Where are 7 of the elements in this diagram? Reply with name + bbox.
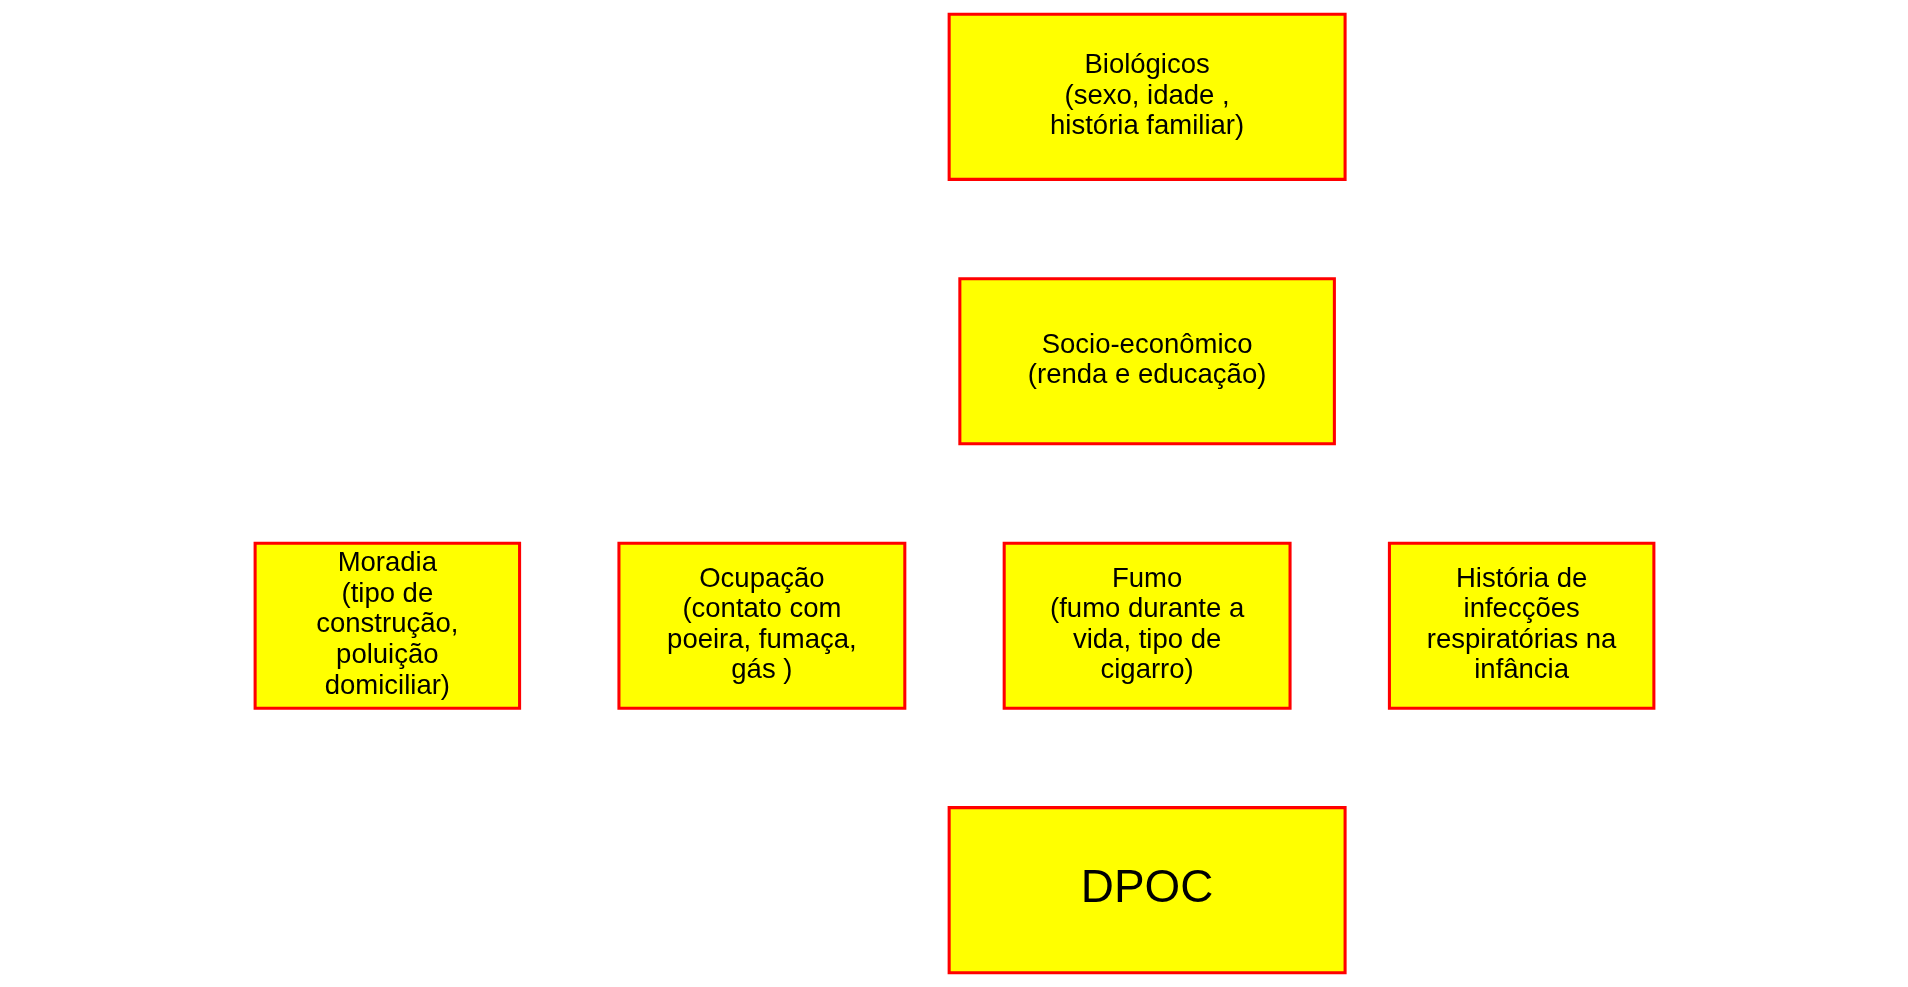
node-box: Socio-econômico (renda e educação) bbox=[957, 277, 1336, 446]
node-box: Moradia (tipo de construção, poluição domiciliar) bbox=[253, 541, 521, 710]
node-box: Biológicos (sexo, idade , história familiar) bbox=[947, 12, 1347, 181]
node-box: Ocupação (contato com poeira, fumaça, gás ) bbox=[616, 541, 906, 710]
node-box: História de infecções respiratórias na infância bbox=[1387, 541, 1655, 710]
node-box: DPOC bbox=[947, 806, 1347, 975]
node-box: Fumo (fumo durante a vida, tipo de cigarro) bbox=[1002, 541, 1292, 710]
